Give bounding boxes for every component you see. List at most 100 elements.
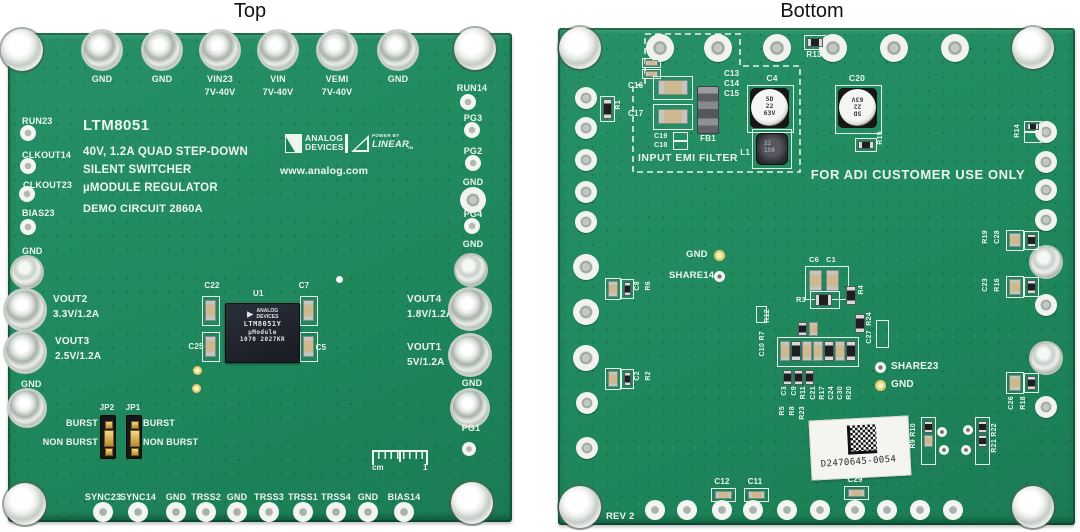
comp-outline bbox=[921, 417, 936, 465]
pin-hole bbox=[1035, 151, 1057, 173]
ref-label-c7: C7 bbox=[298, 281, 310, 290]
testpoint-gnd[interactable] bbox=[714, 250, 725, 261]
pin-range: 7V-40V bbox=[262, 87, 294, 97]
ref-label-c22: C22 bbox=[204, 281, 220, 290]
pin-hole bbox=[1035, 294, 1057, 316]
comp-outline bbox=[642, 69, 661, 79]
comp-outline bbox=[777, 337, 859, 367]
resistor bbox=[846, 341, 856, 361]
cap-outline bbox=[300, 296, 318, 326]
turret-vout2 bbox=[6, 291, 44, 329]
capacitor bbox=[645, 60, 658, 66]
comp-outline bbox=[747, 85, 794, 133]
ref-label-c10-r7: C10 R7 bbox=[759, 331, 766, 357]
capacitor bbox=[802, 341, 812, 361]
ref-label-r9-r10: R9 R10 bbox=[910, 423, 917, 449]
comp-outline bbox=[1006, 372, 1024, 394]
pin-label: PG1 bbox=[461, 423, 481, 433]
board-revision: REV 2 bbox=[606, 511, 635, 522]
comp-outline bbox=[1024, 277, 1039, 297]
ref-label-c23: C23 bbox=[982, 278, 989, 292]
ref-label-c17: C17 bbox=[628, 109, 644, 118]
resistor-r15 bbox=[858, 141, 874, 149]
mounting-hole bbox=[1012, 27, 1054, 69]
pin-label: GND bbox=[462, 177, 484, 187]
pin-hole bbox=[845, 500, 865, 520]
pin-label: PG2 bbox=[463, 146, 483, 156]
pin-hole bbox=[576, 392, 598, 414]
testpoint-label-gnd: GND bbox=[891, 379, 914, 390]
pin-label: TRSS2 bbox=[190, 492, 222, 502]
ref-label-c25: C25 bbox=[188, 342, 204, 351]
pin-hole bbox=[575, 211, 597, 233]
comp-outline bbox=[752, 129, 792, 169]
gold-via bbox=[193, 366, 202, 375]
turret-vout4 bbox=[451, 290, 489, 328]
capacitor-c5 bbox=[303, 336, 314, 357]
resistor-r18 bbox=[1027, 376, 1036, 390]
pin-hole bbox=[20, 125, 36, 141]
capacitor bbox=[835, 341, 845, 361]
ref-label-jp2: JP2 bbox=[99, 403, 115, 412]
pcb-bottom-view: R13 C16 C17 C13 C14 C15 FB1 C19 C18 L1 2… bbox=[558, 27, 1075, 528]
capacitor-c28 bbox=[1009, 233, 1021, 247]
comp-outline bbox=[855, 138, 877, 152]
pin-hole bbox=[743, 500, 763, 520]
pin-hole bbox=[575, 87, 597, 109]
capacitor-c26 bbox=[1009, 375, 1021, 391]
pin-hole bbox=[166, 502, 186, 522]
pin-label: VIN23 bbox=[206, 74, 234, 84]
ref-label-c28: C28 bbox=[994, 230, 1001, 244]
testpoint-gnd[interactable] bbox=[875, 380, 886, 391]
turret-vemi bbox=[319, 32, 355, 68]
via-pad bbox=[963, 425, 973, 435]
comp-outline bbox=[621, 279, 634, 299]
jumper-jp2[interactable] bbox=[100, 415, 116, 459]
ref-label-r20: R20 bbox=[846, 386, 853, 400]
testpoint-share23[interactable] bbox=[875, 362, 886, 373]
resistor-r21 bbox=[978, 421, 987, 433]
plated-hole bbox=[1031, 247, 1061, 277]
pin-label: PG3 bbox=[463, 113, 483, 123]
pin-label: CLKOUT14 bbox=[22, 150, 72, 160]
pin-label: RUN14 bbox=[456, 83, 488, 93]
ref-label-c2: C2 bbox=[634, 371, 641, 381]
capacitor-c25 bbox=[205, 336, 216, 357]
capacitor-c22 bbox=[205, 300, 216, 321]
resistor bbox=[824, 341, 834, 361]
ferrite-bead-fb1 bbox=[697, 86, 719, 134]
pin-hole bbox=[575, 117, 597, 139]
via-pad bbox=[939, 445, 949, 455]
testpoint-share14[interactable] bbox=[714, 271, 725, 282]
ref-label-r16: R16 bbox=[994, 278, 1001, 292]
ref-label-u1: U1 bbox=[253, 289, 264, 298]
website-url: www.analog.com bbox=[280, 165, 369, 177]
pin-label: TRSS3 bbox=[253, 492, 285, 502]
ruler-unit: cm bbox=[372, 463, 384, 472]
turret-hole bbox=[819, 34, 847, 62]
pin-label: GND bbox=[226, 492, 248, 502]
cap-marking: 5D 22 63V bbox=[851, 95, 864, 118]
ref-label-c9: C9 bbox=[791, 386, 798, 396]
jumper-option-label: NON BURST bbox=[42, 437, 98, 447]
pin-hole bbox=[677, 500, 697, 520]
mounting-hole bbox=[454, 28, 496, 70]
comp-outline bbox=[673, 141, 688, 150]
pin-hole bbox=[1035, 209, 1057, 231]
capacitor-c16 bbox=[658, 80, 688, 95]
resistor bbox=[791, 341, 801, 361]
pin-hole bbox=[573, 299, 599, 325]
pin-hole bbox=[810, 500, 830, 520]
comp-outline bbox=[600, 96, 615, 122]
jumper-jp1[interactable] bbox=[126, 415, 142, 459]
resistor-r2 bbox=[624, 372, 631, 386]
ref-label-c11: C11 bbox=[747, 477, 763, 486]
ref-label-l1: L1 bbox=[740, 148, 750, 157]
resistor bbox=[783, 370, 792, 385]
pin-label: GND bbox=[151, 74, 173, 84]
ref-label-r6: R6 bbox=[645, 281, 652, 291]
comp-outline bbox=[673, 132, 688, 141]
ref-label-r19: R19 bbox=[982, 230, 989, 244]
turret-hole bbox=[763, 34, 791, 62]
